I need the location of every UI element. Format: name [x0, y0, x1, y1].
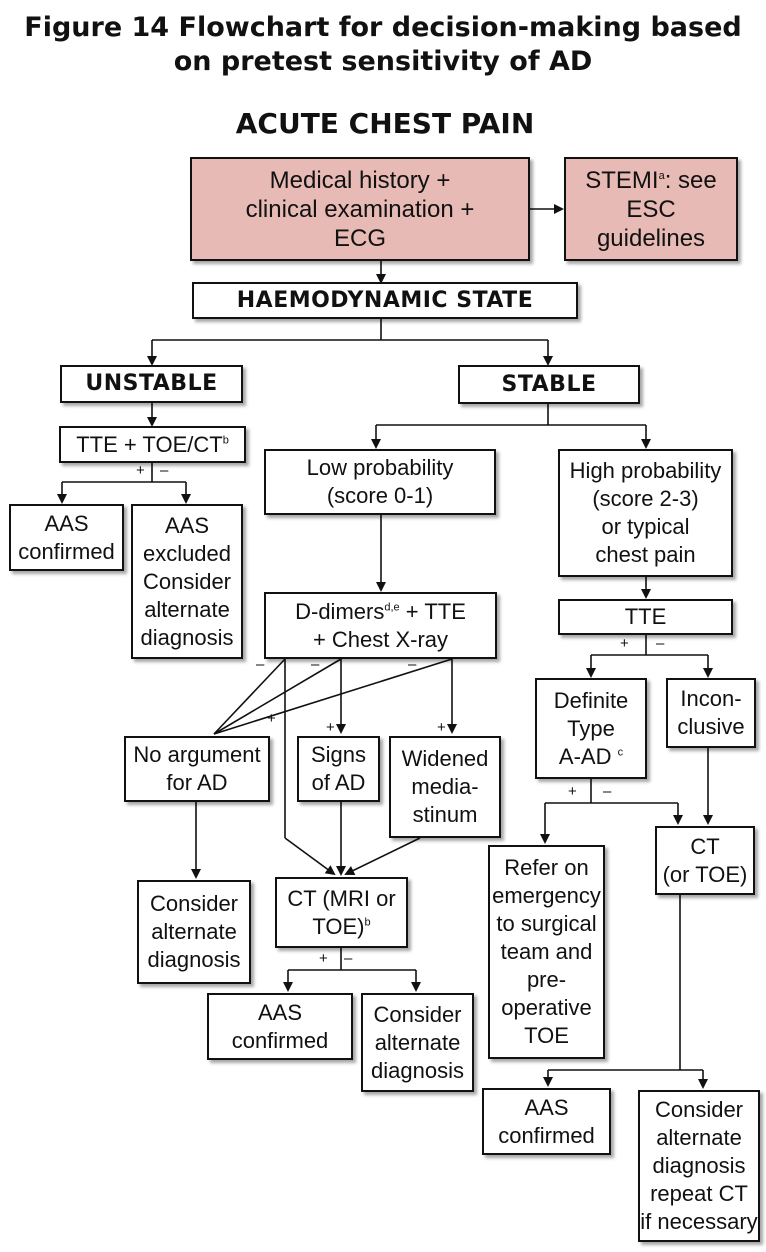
arrow-ddimers-to-ct-mri [284, 837, 336, 876]
definite-type-a-ad-box: Definite Type A-AD c [535, 678, 647, 779]
line-ddimers-to-no-arg-1 [213, 658, 286, 735]
tte-box: TTE [558, 599, 733, 635]
plus-sign: + [319, 950, 328, 967]
haemodynamic-state-box: HAEMODYNAMIC STATE [192, 282, 578, 319]
minus-sign: – [256, 656, 265, 673]
stable-box: STABLE [458, 365, 640, 404]
signs-of-ad-box: Signs of AD [297, 736, 380, 802]
arrow-widened-to-ct-mri [344, 837, 421, 875]
aas-confirmed-mid-box: AAS confirmed [207, 993, 353, 1060]
inconclusive-box: Incon- clusive [666, 678, 756, 748]
minus-sign: – [656, 635, 665, 652]
plus-sign: + [568, 783, 577, 800]
medical-history-box: Medical history + clinical examination +… [190, 157, 530, 261]
d-dimers-box: D-dimersd,e + TTE + Chest X-ray [264, 592, 497, 659]
flowchart-heading: ACUTE CHEST PAIN [235, 107, 535, 140]
minus-sign: – [408, 656, 417, 673]
line-ddimers-to-no-arg-2 [213, 658, 342, 735]
low-probability-box: Low probability (score 0-1) [264, 449, 496, 515]
refer-surgical-team-box: Refer on emergency to surgical team and … [488, 845, 605, 1059]
tte-toe-ct-box: TTE + TOE/CTb [59, 426, 246, 463]
plus-sign: + [437, 719, 446, 736]
plus-sign: + [620, 635, 629, 652]
ct-mri-toe-box: CT (MRI or TOE)b [275, 877, 408, 948]
unstable-box: UNSTABLE [60, 365, 243, 403]
minus-sign: – [344, 950, 353, 967]
figure-title-line-1: Figure 14 Flowchart for decision-making … [24, 12, 742, 43]
ct-or-toe-box: CT (or TOE) [655, 826, 755, 895]
plus-sign: + [326, 719, 335, 736]
aas-confirmed-right-box: AAS confirmed [482, 1088, 611, 1155]
high-probability-box: High probability (score 2-3) or typical … [558, 449, 733, 577]
minus-sign: – [311, 656, 320, 673]
consider-alternate-left-box: Consider alternate diagnosis [137, 880, 251, 984]
consider-alternate-right-box: Consider alternate diagnosis repeat CT i… [638, 1090, 760, 1242]
minus-sign: – [160, 462, 169, 479]
aas-confirmed-left-box: AAS confirmed [9, 504, 124, 571]
minus-sign: – [603, 783, 612, 800]
widened-mediastinum-box: Widened media- stinum [389, 736, 501, 838]
stemi-box: STEMIa: see ESC guidelines [564, 157, 738, 261]
aas-excluded-box: AAS excluded Consider alternate diagnosi… [131, 504, 243, 659]
consider-alternate-mid-box: Consider alternate diagnosis [361, 993, 474, 1092]
line-ddimers-to-no-arg-3 [213, 658, 453, 735]
no-argument-box: No argument for AD [124, 736, 270, 802]
plus-sign: + [136, 462, 145, 479]
plus-sign: + [267, 710, 276, 727]
figure-title-line-2: on pretest sensitivity of AD [173, 46, 593, 77]
